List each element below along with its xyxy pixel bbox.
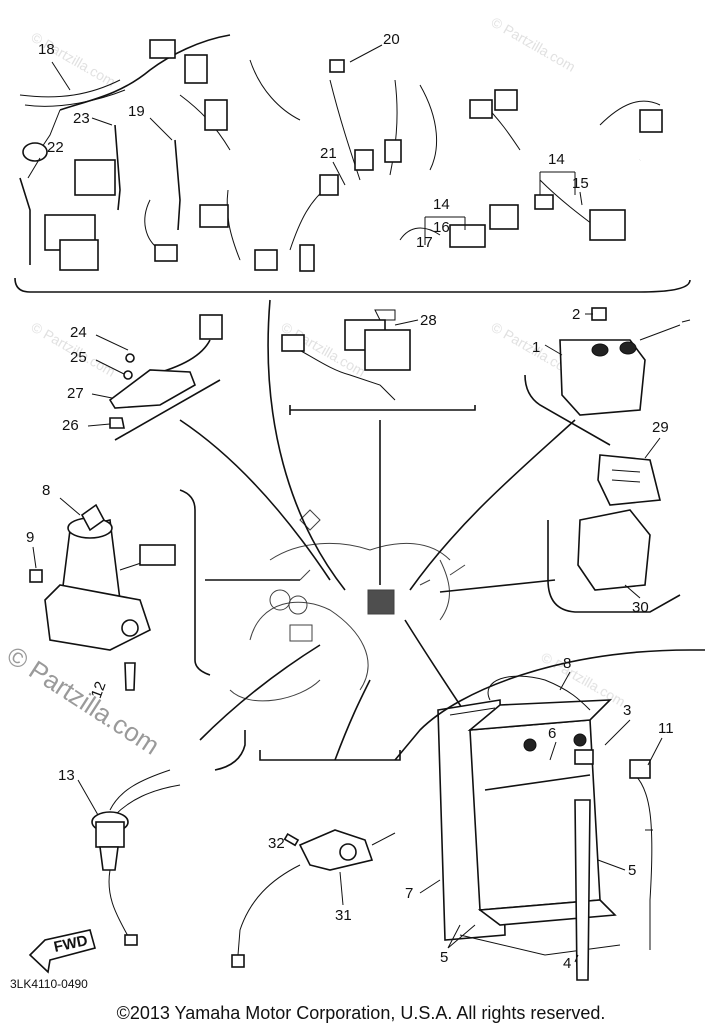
- callout-17: 17: [416, 234, 433, 251]
- battery-bracket: [394, 649, 705, 761]
- callout-22: 22: [47, 139, 64, 156]
- callout-5a: 5: [628, 862, 636, 879]
- callout-13: 13: [58, 767, 75, 784]
- callout-9: 11: [658, 720, 674, 737]
- battery-assembly: [437, 675, 653, 981]
- copyright-notice: ©2013 Yamaha Motor Corporation, U.S.A. A…: [116, 1003, 606, 1023]
- callout-18: 18: [38, 41, 55, 58]
- callout-16: 16: [433, 219, 450, 236]
- callout-6: 6: [548, 725, 556, 742]
- callout-4: 4: [563, 955, 571, 972]
- callout-8: 8: [563, 655, 571, 672]
- svg-text:© Partzilla.com: © Partzilla.com: [29, 29, 119, 90]
- callout-29: 26: [62, 417, 79, 434]
- callout-23: 23: [73, 110, 90, 127]
- callout-2: 2: [572, 306, 580, 323]
- callout-24: 30: [632, 599, 649, 616]
- callout-32: 32: [268, 835, 285, 852]
- main-switch-10: [29, 489, 211, 691]
- callout-19: 19: [128, 103, 145, 120]
- cover-24: [547, 509, 681, 613]
- callout-3: 3: [623, 702, 631, 719]
- leader-lines: [179, 299, 576, 761]
- callout-21: 21: [320, 145, 337, 162]
- callout-numbers: 18 20 23 19 22 21 14 15 14 16 17 24 25 2…: [26, 31, 674, 972]
- svg-text:© Partzilla.com: © Partzilla.com: [489, 14, 579, 75]
- callout-1: 1: [532, 339, 540, 356]
- callout-5b: 5: [440, 949, 448, 966]
- callout-14a: 14: [548, 151, 565, 168]
- relay-25: [597, 454, 662, 506]
- callout-7: 7: [405, 885, 413, 902]
- flasher-relay-26: [281, 309, 411, 401]
- bottom-left-bracket: [214, 730, 246, 771]
- find-label: FWD: [52, 932, 89, 956]
- sensor-bracket-30: [108, 314, 223, 441]
- motorcycle-outline: [229, 509, 466, 702]
- callout-26: 28: [420, 312, 437, 329]
- callout-11: 9: [26, 529, 34, 546]
- callout-12: 12: [88, 679, 110, 700]
- harness-bracket: [14, 277, 691, 293]
- callout-25: 29: [652, 419, 669, 436]
- callout-15: 15: [572, 175, 589, 192]
- callout-27: 24: [70, 324, 87, 341]
- callout-20: 20: [383, 31, 400, 48]
- relay-bracket: [289, 405, 476, 415]
- bottom-mid-bracket: [259, 750, 401, 761]
- callout-28: 25: [70, 349, 87, 366]
- callout-14b: 14: [433, 196, 450, 213]
- switch-13: [91, 769, 181, 946]
- callout-10: 8: [42, 482, 50, 499]
- wire-harness-18: [19, 34, 663, 272]
- callout-30: 27: [67, 385, 84, 402]
- callout-31: 31: [335, 907, 352, 924]
- starter-relay-1: [524, 307, 691, 446]
- document-code: 3LK4110-0490: [10, 977, 88, 991]
- sensor-31: [231, 829, 396, 968]
- forward-arrow-icon: FWD: [28, 929, 96, 974]
